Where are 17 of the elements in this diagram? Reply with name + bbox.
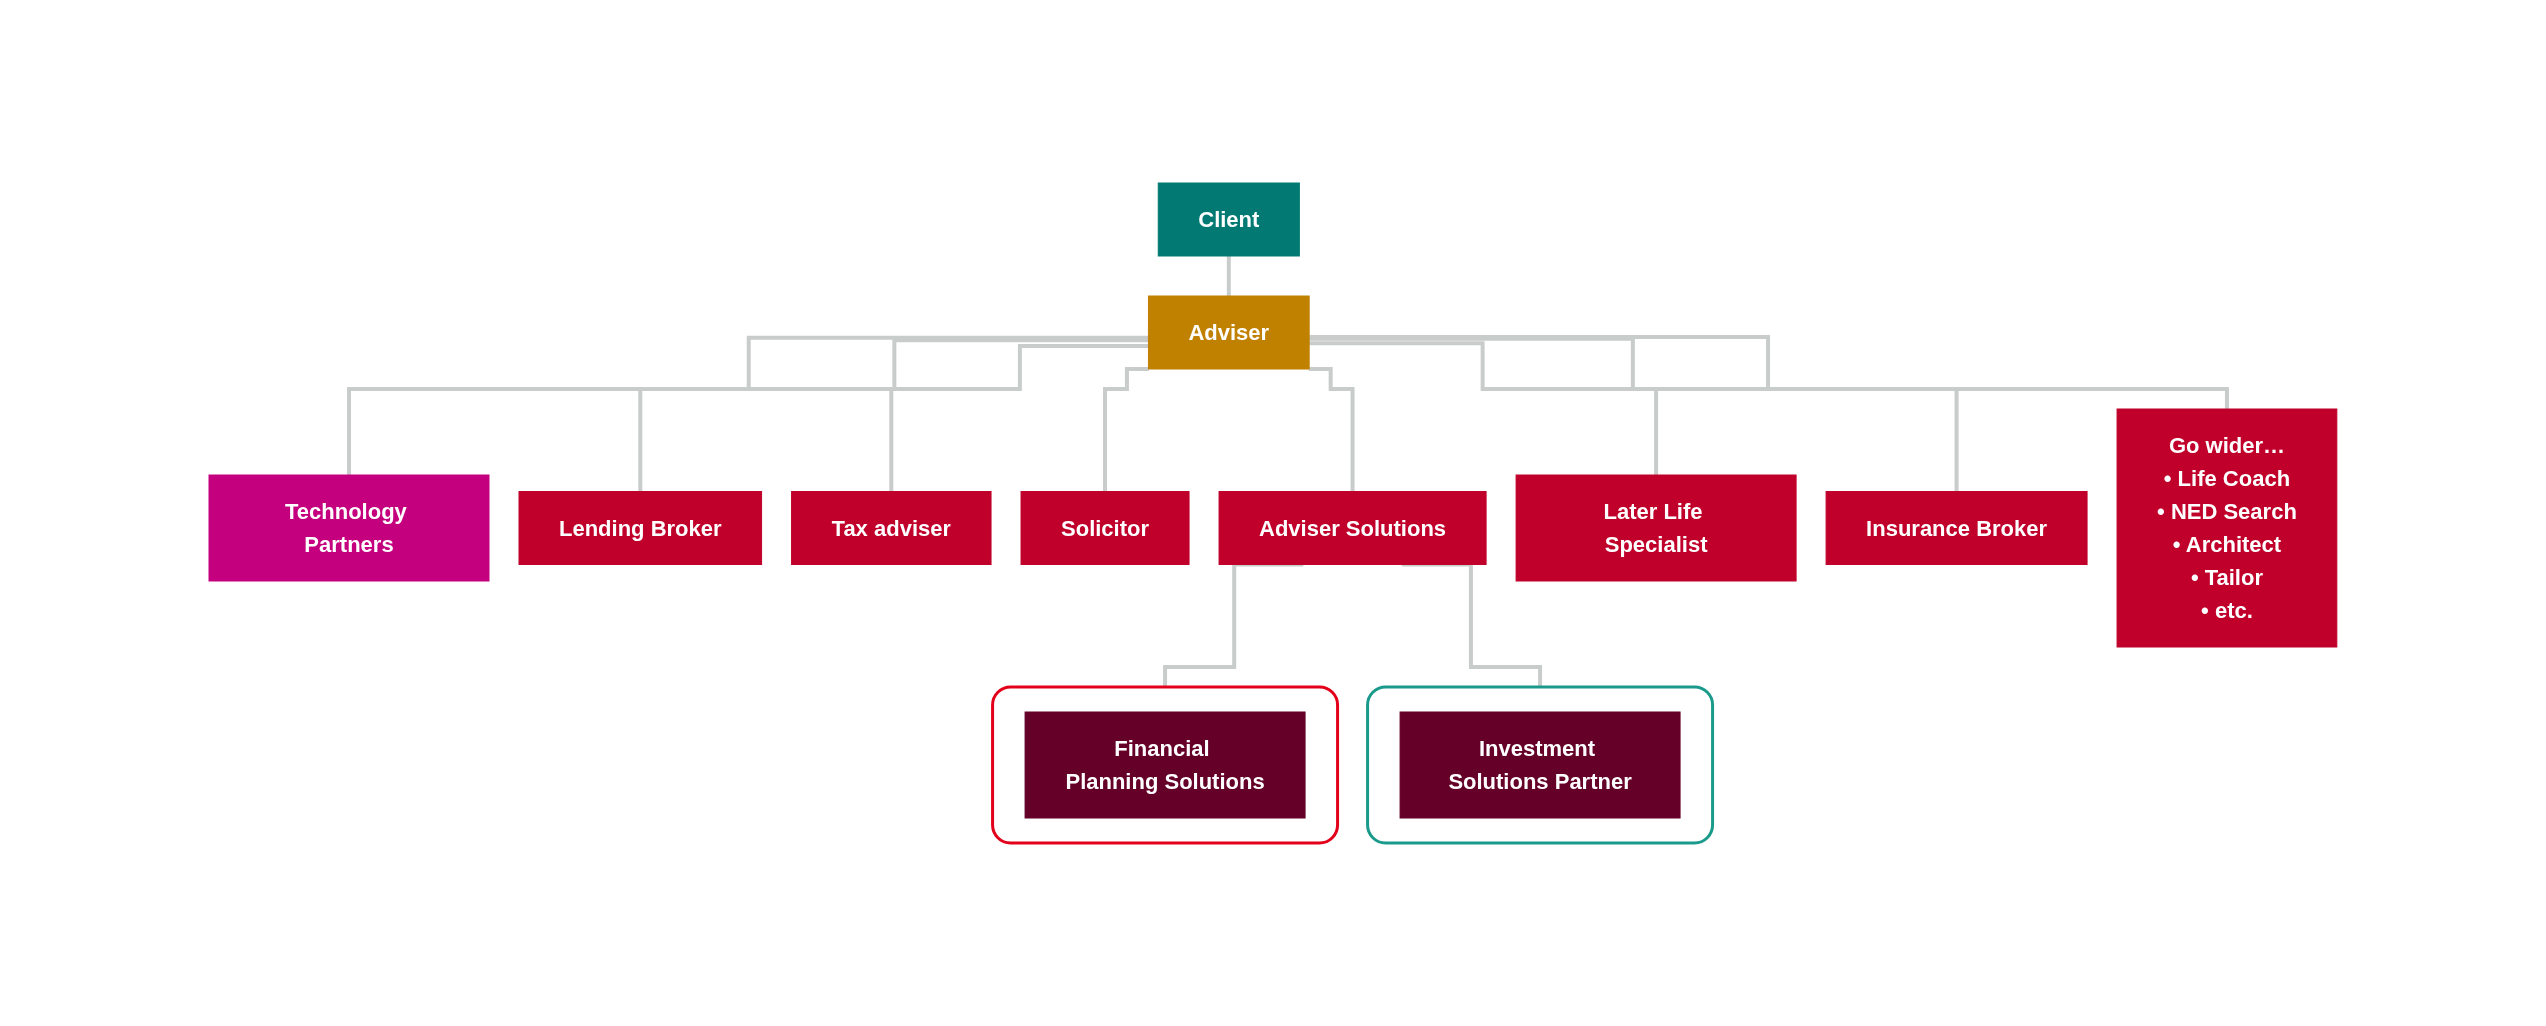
node-box: Solicitor	[1020, 491, 1190, 565]
connector	[347, 335, 1149, 477]
connector	[1309, 341, 1659, 477]
node-box: Insurance Broker	[1825, 491, 2088, 565]
node-box: Financial Planning Solutions	[1024, 711, 1306, 819]
connector	[1309, 335, 2229, 411]
node-box: Client	[1157, 182, 1300, 257]
node-box: Adviser Solutions	[1218, 491, 1487, 565]
node-box: Technology Partners	[208, 474, 490, 582]
node-box: Later Life Specialist	[1515, 474, 1797, 582]
node-box: Go wider… • Life Coach • NED Search • Architect • Tailor • etc.	[2116, 408, 2338, 648]
node-box: Investment Solutions Partner	[1399, 711, 1681, 819]
cluster	[1366, 685, 1715, 845]
node-box: Adviser	[1148, 295, 1310, 370]
node-box: Tax adviser	[791, 491, 992, 565]
cluster	[991, 685, 1340, 845]
node-box: Lending Broker	[518, 491, 763, 565]
